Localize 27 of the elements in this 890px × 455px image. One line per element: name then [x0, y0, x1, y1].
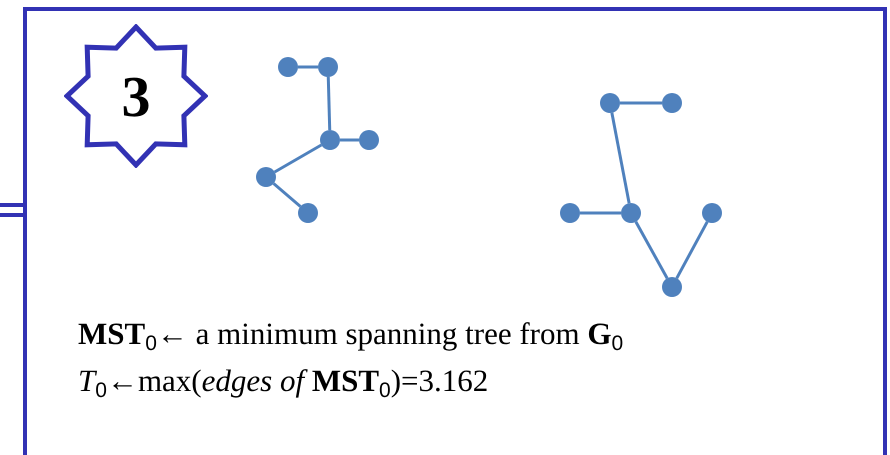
tree-edge: [340, 138, 359, 142]
tree-edge: [274, 144, 322, 174]
graph-vertex: [621, 203, 641, 223]
graph-vertex: [359, 130, 379, 150]
graph-vertex: [318, 57, 338, 77]
formula-text: T$_{0}$←max(edges of MST$_{0}$)=3.162: [78, 365, 488, 401]
tree-edge: [298, 66, 318, 68]
connector-line: [0, 203, 25, 217]
tree-edge: [610, 112, 631, 204]
tree-edge: [634, 221, 668, 279]
graph-vertex: [298, 203, 318, 223]
tree-edge: [326, 76, 332, 130]
tree-edge: [272, 182, 302, 208]
graph-vertex: [662, 277, 682, 297]
graph-vertex: [702, 203, 722, 223]
tree-edge: [580, 212, 621, 214]
graph-vertex: [560, 203, 580, 223]
tree-edge: [620, 102, 662, 104]
tree-edge: [675, 221, 709, 279]
star-badge: 3: [64, 24, 208, 168]
panel: [23, 7, 887, 455]
graph-vertex: [278, 57, 298, 77]
graph-vertex: [320, 130, 340, 150]
graph-vertex: [600, 93, 620, 113]
graph-vertex: [662, 93, 682, 113]
formula-text: MST$_{0}$← a minimum spanning tree from G$_{0}$: [78, 318, 624, 354]
graph-vertex: [256, 167, 276, 187]
